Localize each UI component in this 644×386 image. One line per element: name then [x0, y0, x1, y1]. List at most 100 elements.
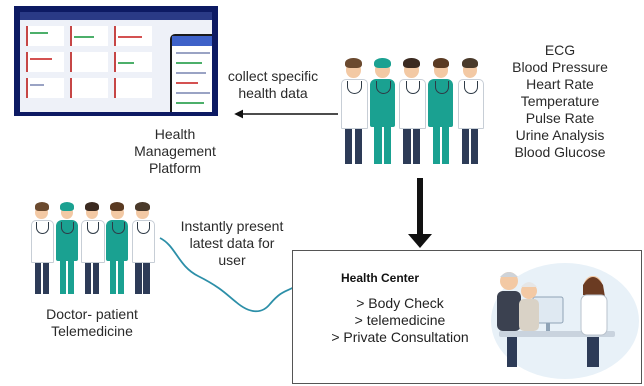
mobile-line	[176, 52, 210, 54]
doctor-figure	[30, 202, 55, 296]
doctor-hair	[403, 58, 421, 69]
measurement-item: Pulse Rate	[525, 110, 595, 126]
doctor-leg	[412, 126, 421, 165]
telemedicine-line: Telemedicine	[51, 323, 133, 339]
doctor-hair	[59, 202, 75, 211]
stethoscope-icon	[111, 221, 125, 234]
doctor-leg	[374, 126, 382, 165]
doctor-figure	[369, 58, 396, 166]
doctor-figure	[106, 202, 129, 296]
doctor-leg	[42, 261, 49, 294]
monitor-stand	[546, 323, 550, 331]
patient-hair	[500, 272, 518, 277]
doctor-group-telemedicine	[30, 202, 158, 296]
measurement-item: Temperature	[520, 93, 600, 109]
dashboard-card	[70, 52, 108, 72]
measurement-item: Blood Pressure	[512, 59, 608, 75]
platform-label-line: Health	[154, 126, 196, 142]
stethoscope-icon	[86, 221, 100, 234]
doctor-leg	[84, 261, 92, 294]
doctor-leg	[67, 261, 75, 294]
dashboard-card	[26, 52, 64, 72]
mobile-line	[176, 82, 198, 84]
doctor-figure	[131, 202, 156, 296]
doctor-hair	[374, 58, 391, 69]
doctor-leg	[135, 261, 142, 294]
doctor-figure	[456, 58, 485, 166]
measurement-item: Urine Analysis	[515, 127, 605, 143]
doctor-leg	[441, 126, 450, 165]
stethoscope-icon	[376, 80, 391, 95]
health-center-title: Health Center	[341, 271, 420, 285]
dashboard-card	[70, 78, 108, 98]
doctor-coat	[580, 294, 608, 336]
doctor-hair	[34, 202, 49, 211]
health-center-service: > Body Check	[356, 295, 444, 311]
instant-present-label: Instantly present latest data for user	[172, 218, 292, 269]
stethoscope-icon	[347, 80, 362, 95]
doctor-leg	[34, 261, 41, 294]
mobile-line	[176, 92, 210, 94]
measurement-item: Blood Glucose	[514, 144, 606, 160]
dashboard-line	[30, 84, 44, 86]
mobile-line	[176, 72, 206, 74]
dashboard-card	[26, 26, 64, 46]
stethoscope-icon	[137, 221, 150, 234]
health-center-box: Health Center > Body Check > telemedicin…	[292, 250, 642, 384]
platform-label-line: Platform	[148, 160, 202, 176]
mobile-line	[176, 102, 204, 104]
dashboard-line	[30, 32, 48, 34]
stethoscope-icon	[463, 80, 479, 95]
measurement-list: ECG Blood Pressure Heart Rate Temperatur…	[492, 42, 628, 161]
stethoscope-icon	[61, 221, 75, 234]
arrow-down-head	[408, 234, 432, 248]
doctor-hair	[110, 202, 125, 211]
doctor-group-top	[340, 58, 488, 166]
telemedicine-line: Doctor- patient	[46, 306, 138, 322]
patient2-hair	[521, 282, 537, 287]
doctor-leg	[432, 126, 440, 165]
stethoscope-icon	[405, 80, 420, 95]
collect-data-label: collect specific health data	[218, 68, 328, 102]
measurement-item: ECG	[544, 42, 576, 58]
instant-present-line: Instantly present	[180, 218, 284, 234]
dashboard-line	[118, 62, 134, 64]
doctor-leg	[92, 261, 100, 294]
doctor-legs	[587, 337, 599, 367]
dashboard-header-bar	[20, 12, 212, 20]
dashboard-card	[114, 78, 152, 98]
dashboard-card	[26, 78, 64, 98]
doctor-hair	[135, 202, 150, 211]
stethoscope-icon	[434, 80, 450, 95]
connection-curve	[159, 237, 297, 313]
doctor-hair	[461, 58, 479, 69]
doctor-leg	[59, 261, 66, 294]
instant-present-line: latest data for	[189, 235, 275, 251]
health-center-services: > Body Check > telemedicine > Private Co…	[315, 295, 485, 346]
consultation-illustration	[491, 263, 639, 379]
platform-dashboard	[20, 12, 212, 112]
doctor-figure	[427, 58, 454, 166]
mobile-app-screenshot	[170, 34, 212, 112]
telemedicine-label: Doctor- patient Telemedicine	[24, 306, 160, 340]
platform-screenshot	[14, 6, 218, 116]
doctor-leg	[383, 126, 391, 165]
dashboard-line	[118, 36, 142, 38]
health-center-service: > Private Consultation	[331, 329, 469, 345]
doctor-leg	[461, 126, 469, 165]
doctor-figure	[55, 202, 78, 296]
mobile-line	[176, 62, 202, 64]
patient2-body	[519, 299, 539, 331]
doctor-figure	[340, 58, 368, 166]
doctor-leg	[471, 126, 479, 165]
doctor-leg	[403, 126, 411, 165]
measurement-item: Heart Rate	[526, 76, 594, 92]
dashboard-line	[30, 58, 52, 60]
patient-legs	[507, 337, 517, 367]
collect-data-line: collect specific	[227, 68, 319, 84]
doctor-leg	[143, 261, 150, 294]
doctor-hair	[84, 202, 100, 211]
doctor-hair	[345, 58, 362, 69]
patient-body	[497, 291, 521, 331]
